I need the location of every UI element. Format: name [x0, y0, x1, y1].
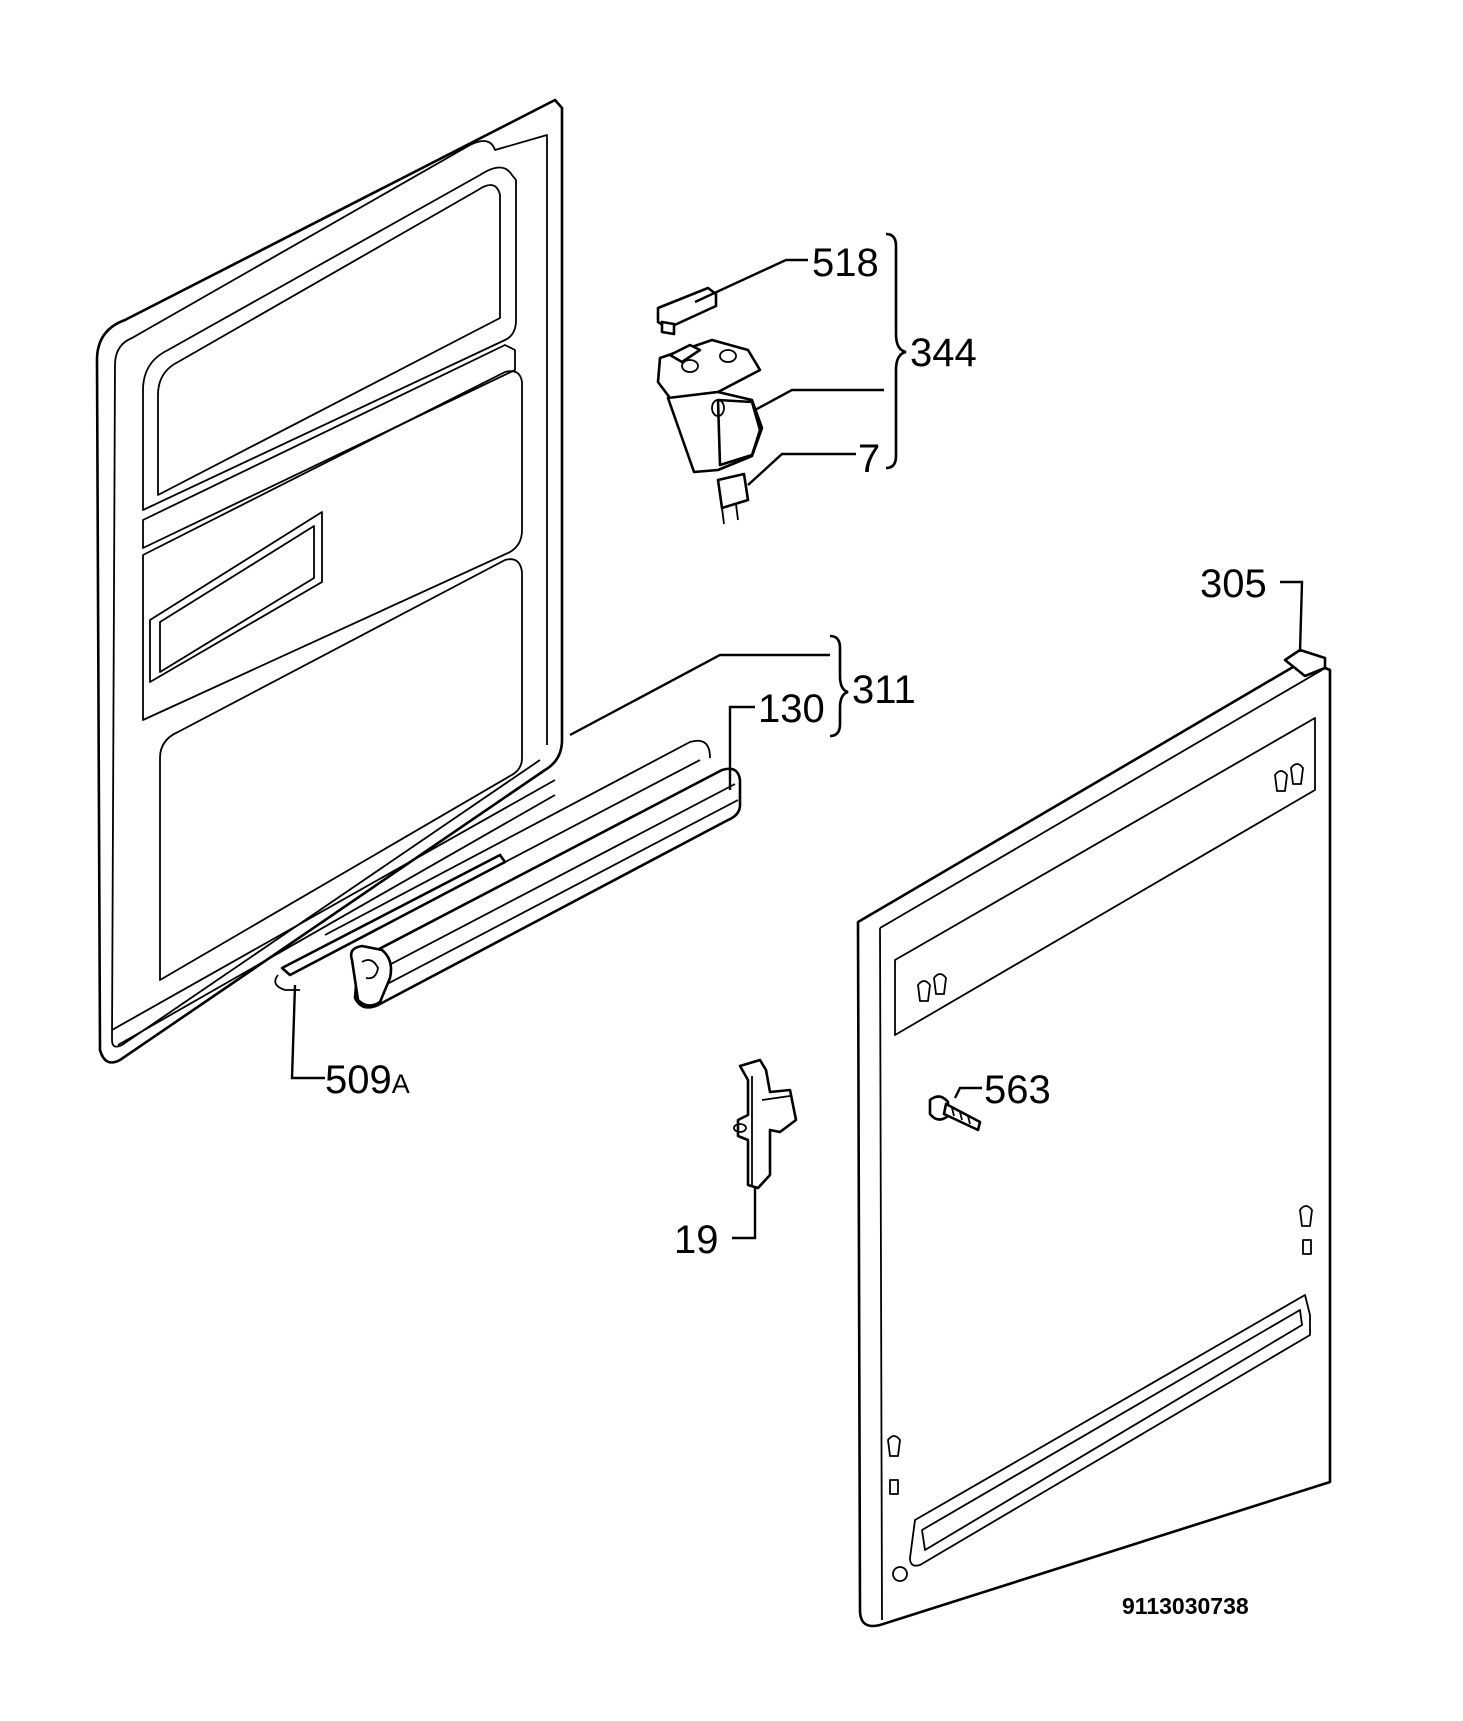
- brace-344: [885, 232, 907, 470]
- leader-311: [569, 653, 830, 737]
- leader-509: [290, 984, 325, 1080]
- outer-door-panel-305: [856, 648, 1332, 1628]
- label-305: 305: [1200, 562, 1267, 606]
- label-130: 130: [758, 687, 825, 731]
- door-frame-rod-311: [274, 739, 711, 991]
- label-509: 509A: [325, 1058, 410, 1102]
- label-518: 518: [812, 241, 879, 285]
- leader-344-body: [754, 388, 884, 412]
- leader-lines: [290, 258, 1304, 1240]
- door-seal-130: [349, 767, 742, 1009]
- door-lock-344: [656, 286, 764, 525]
- part-563-screw: [928, 1095, 982, 1132]
- label-311: 311: [852, 668, 916, 712]
- document-number: 9113030738: [1122, 1593, 1249, 1619]
- leader-305: [1280, 580, 1304, 653]
- label-344: 344: [910, 331, 977, 375]
- part-7-microswitch: [716, 472, 750, 510]
- leader-518: [694, 258, 808, 304]
- label-563: 563: [984, 1068, 1051, 1112]
- brace-311: [829, 634, 849, 738]
- part-19-bracket: [733, 1058, 798, 1190]
- leader-130: [728, 705, 755, 790]
- leader-7: [747, 452, 856, 486]
- label-7: 7: [858, 437, 880, 481]
- leader-19: [732, 1188, 757, 1240]
- leader-563: [953, 1086, 982, 1099]
- label-19: 19: [674, 1218, 719, 1262]
- inner-door-panel: [95, 98, 564, 1064]
